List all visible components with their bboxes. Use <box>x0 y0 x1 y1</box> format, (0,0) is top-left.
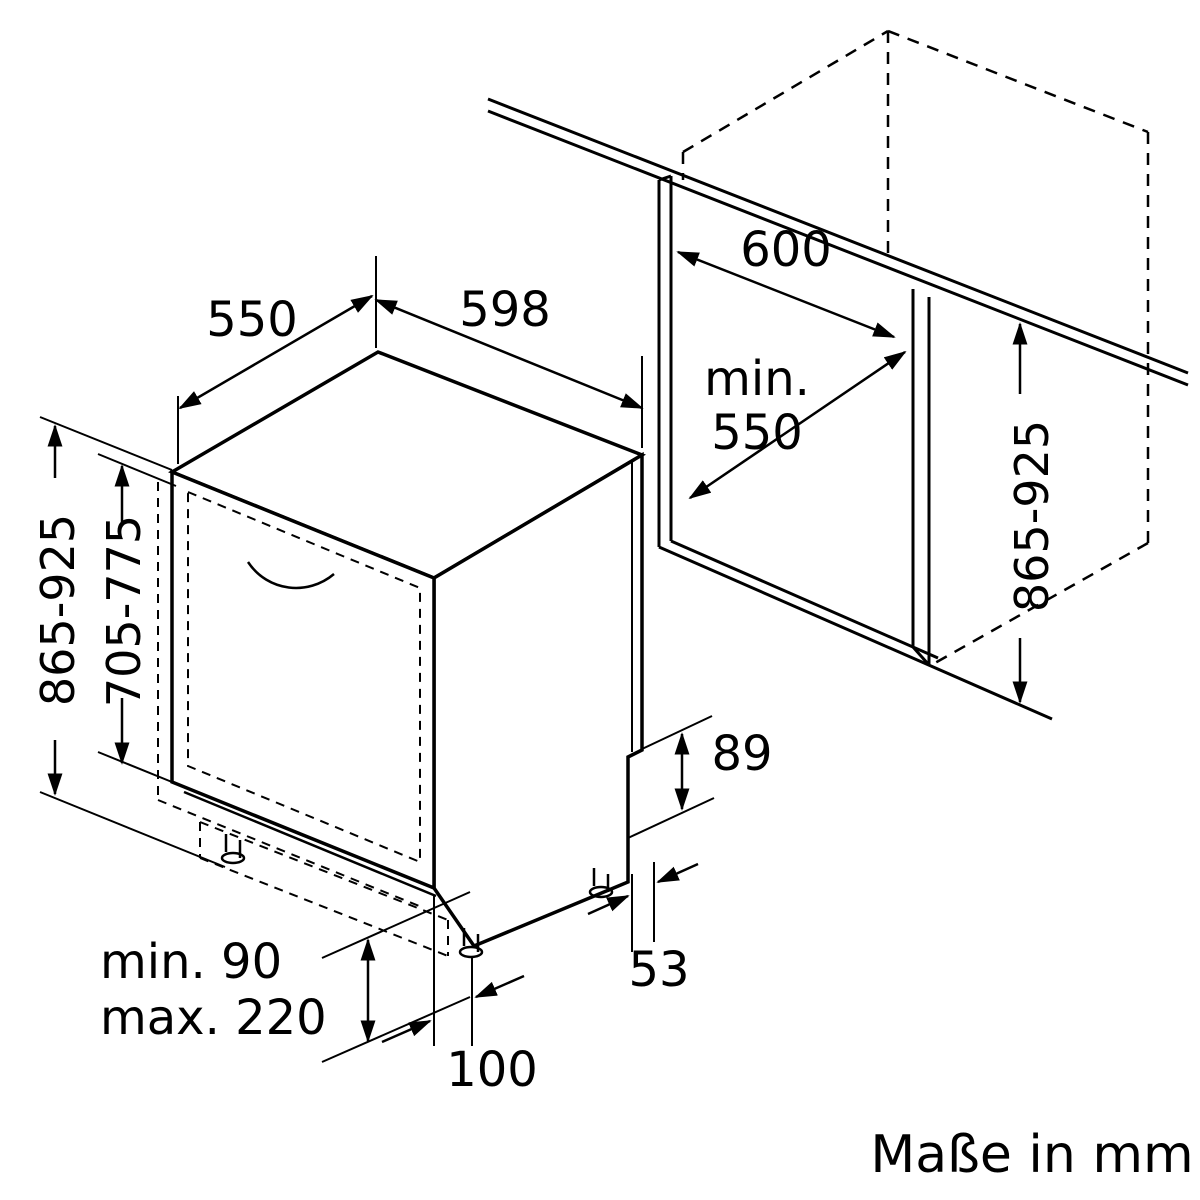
dimension-appliance-height: 865-925 <box>31 416 226 868</box>
label-front-foot-inset: 100 <box>446 1042 538 1098</box>
furniture-panel-outline <box>157 482 449 957</box>
door-handle <box>246 561 335 590</box>
label-niche-depth-value: 550 <box>711 405 803 461</box>
dimension-plinth-height: min. 90 max. 220 <box>100 891 471 1063</box>
dimension-front-foot-inset: 100 <box>381 896 538 1098</box>
dimension-door-height: 705-775 <box>97 453 177 783</box>
label-plinth-min: min. 90 <box>100 934 282 990</box>
dimension-rear-step: 89 <box>627 715 773 839</box>
niche-left-wall <box>657 174 1053 721</box>
label-door-height: 705-775 <box>97 515 151 707</box>
dimension-niche-height: 865-925 <box>1005 322 1059 704</box>
dimension-niche-width: 600 <box>676 222 896 339</box>
dimension-top-width: 598 <box>374 282 644 448</box>
label-rear-step: 89 <box>711 726 772 782</box>
dimension-rear-inset: 53 <box>587 862 699 998</box>
label-niche-depth-prefix: min. <box>704 351 810 407</box>
adjustable-feet <box>220 834 614 959</box>
dimension-niche-depth: min. 550 <box>688 350 907 500</box>
dimension-top-depth: 550 <box>177 256 377 464</box>
label-niche-width: 600 <box>740 222 832 278</box>
label-top-depth: 550 <box>206 292 298 348</box>
label-plinth-max: max. 220 <box>100 990 327 1046</box>
units-note: Maße in mm <box>870 1125 1193 1185</box>
niche-right-panel <box>911 289 931 666</box>
niche-outline <box>681 29 1150 665</box>
label-niche-height: 865-925 <box>1005 420 1059 612</box>
countertop <box>487 97 1189 387</box>
label-rear-inset: 53 <box>628 942 689 998</box>
label-appliance-height: 865-925 <box>31 514 85 706</box>
label-top-width: 598 <box>459 282 551 338</box>
